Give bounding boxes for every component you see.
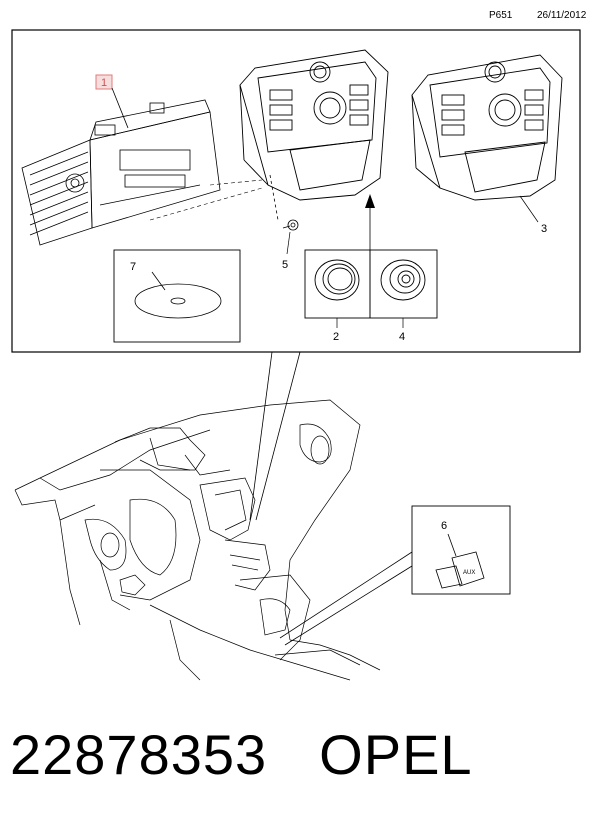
callout-1: 1 (101, 77, 107, 89)
leader-1 (111, 87, 129, 129)
control-panel-bezel-right (411, 54, 563, 201)
parts-diagram: 1 5 3 (11, 29, 581, 681)
aux-box (411, 505, 511, 595)
page-code: P651 (489, 10, 513, 21)
callout-4: 4 (399, 331, 405, 343)
aux-leader-2 (284, 565, 413, 646)
brand-name: OPEL (319, 723, 473, 786)
leader-3 (519, 195, 539, 223)
aux-leader-1 (279, 551, 413, 639)
knob-box (304, 249, 438, 319)
leader-5 (286, 231, 291, 255)
knob-part-4 (380, 259, 426, 301)
callout-6: 6 (441, 520, 447, 532)
part-number-footer: 22878353 OPEL (10, 722, 525, 787)
disc-box (113, 249, 241, 343)
exploded-view-frame (11, 29, 581, 353)
aux-label: AUX (463, 570, 475, 576)
radio-receiver-unit (21, 99, 221, 246)
callout-5: 5 (282, 259, 288, 271)
page-date: 26/11/2012 (537, 10, 587, 21)
callout-3: 3 (541, 223, 547, 235)
callout-box-1 (95, 74, 113, 90)
zoom-line-left (249, 351, 273, 521)
knob-part-2 (314, 259, 360, 301)
arrow-head (365, 194, 375, 208)
callout-2: 2 (333, 331, 339, 343)
alignment-dashed-line (209, 179, 263, 186)
callout-7: 7 (130, 261, 136, 273)
disc-part (134, 271, 222, 319)
dashboard-assembly (14, 399, 381, 681)
alignment-dashed-line-2 (149, 187, 263, 221)
control-panel-bezel-left (239, 49, 389, 201)
zoom-line-right (255, 351, 301, 521)
screw-part (269, 174, 299, 231)
part-number: 22878353 (10, 723, 268, 786)
aux-jack-part (435, 533, 485, 589)
